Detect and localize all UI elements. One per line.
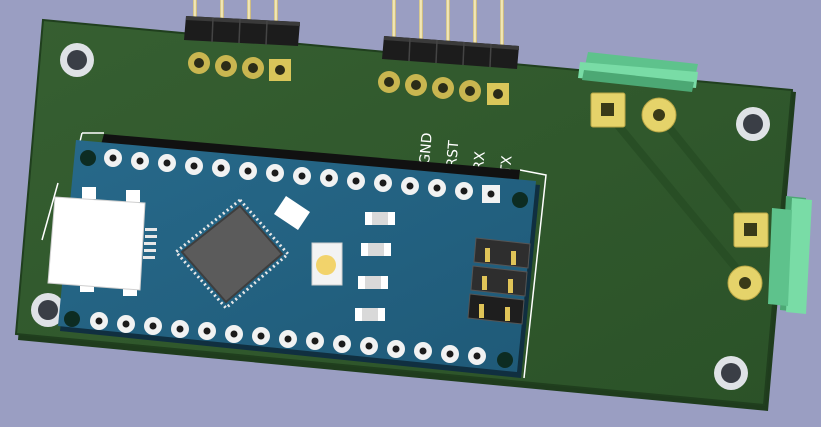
small-smd-component (274, 196, 310, 230)
silk-label-gnd: GND (417, 132, 436, 165)
smd-resistors (355, 212, 395, 321)
arduino-nano-module (47, 134, 540, 378)
reset-button (311, 242, 343, 286)
header-4pin-pads (188, 52, 291, 81)
screw-terminal-top (578, 52, 698, 92)
silk-label-rx: RX (471, 150, 489, 171)
mounting-holes (31, 43, 770, 390)
header-4pin (184, 0, 300, 46)
microcontroller-chip (173, 197, 291, 311)
mounting-hole (736, 107, 770, 141)
mounting-hole (31, 293, 65, 327)
icsp-header (467, 237, 531, 325)
module-pin-row-top (104, 149, 500, 203)
header-5pin (382, 0, 519, 69)
header-5pin-pads (378, 71, 509, 105)
screw-terminal-right (768, 196, 812, 314)
copper-traces (603, 108, 756, 284)
module-pin-row-bottom (90, 312, 486, 365)
power-pads (590, 92, 769, 301)
mounting-hole (60, 43, 94, 77)
usb-connector (47, 187, 157, 296)
mounting-hole (714, 356, 748, 390)
silk-label-rst: RST (444, 139, 462, 168)
